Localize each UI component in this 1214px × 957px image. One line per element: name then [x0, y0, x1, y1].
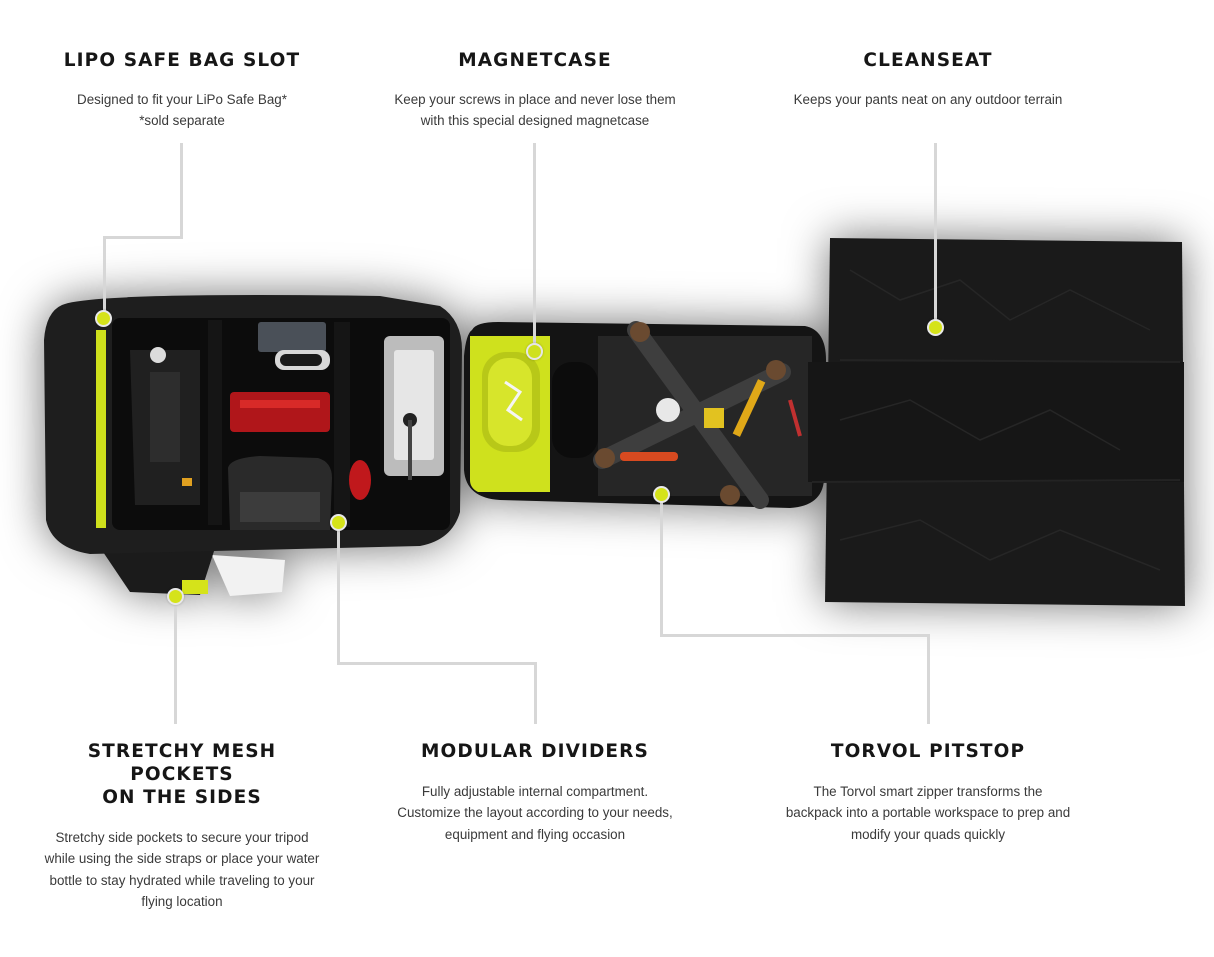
- feature-torvol-pitstop: TORVOL PITSTOP The Torvol smart zipper t…: [773, 740, 1083, 845]
- connector-lipo: [103, 236, 183, 239]
- connector-dividers: [337, 662, 537, 665]
- hotspot-cleanseat-dot[interactable]: [927, 319, 944, 336]
- connector-cleanseat: [934, 143, 937, 321]
- connector-lipo: [180, 143, 183, 239]
- hotspot-dividers-dot[interactable]: [330, 514, 347, 531]
- feature-modular-dividers: MODULAR DIVIDERS Fully adjustable intern…: [385, 740, 685, 845]
- connector-pitstop: [660, 502, 663, 636]
- feature-description: Keep your screws in place and never lose…: [394, 92, 676, 129]
- hotspot-pitstop-dot[interactable]: [653, 486, 670, 503]
- feature-title: LIPO SAFE BAG SLOT: [63, 50, 301, 71]
- feature-description: The Torvol smart zipper transforms the b…: [785, 784, 1071, 842]
- connector-mesh: [174, 604, 177, 724]
- hotspot-magnetcase-dot[interactable]: [526, 343, 543, 360]
- connector-lipo: [103, 236, 106, 312]
- feature-cleanseat: CLEANSEAT Keeps your pants neat on any o…: [778, 49, 1078, 110]
- feature-title: STRETCHY MESH POCKETS ON THE SIDES: [87, 741, 277, 808]
- feature-title: MAGNETCASE: [458, 50, 612, 71]
- feature-title: TORVOL PITSTOP: [830, 741, 1026, 762]
- hotspot-mesh-dot[interactable]: [167, 588, 184, 605]
- connector-pitstop: [660, 634, 930, 637]
- feature-magnetcase: MAGNETCASE Keep your screws in place and…: [373, 49, 697, 132]
- hotspot-lipo-dot[interactable]: [95, 310, 112, 327]
- connector-pitstop: [927, 634, 930, 724]
- connector-magnetcase: [533, 143, 536, 343]
- feature-title: CLEANSEAT: [863, 50, 993, 71]
- feature-title: MODULAR DIVIDERS: [421, 741, 649, 762]
- connector-dividers: [534, 662, 537, 724]
- feature-lipo-safe-bag-slot: LIPO SAFE BAG SLOT Designed to fit your …: [42, 49, 322, 132]
- feature-stretchy-mesh-pockets: STRETCHY MESH POCKETS ON THE SIDES Stret…: [37, 740, 327, 912]
- connector-dividers: [337, 530, 340, 664]
- feature-description: Keeps your pants neat on any outdoor ter…: [793, 92, 1063, 107]
- feature-description: Stretchy side pockets to secure your tri…: [44, 830, 320, 909]
- feature-description: Designed to fit your LiPo Safe Bag* *sol…: [77, 92, 287, 129]
- feature-description: Fully adjustable internal compartment. C…: [397, 784, 673, 842]
